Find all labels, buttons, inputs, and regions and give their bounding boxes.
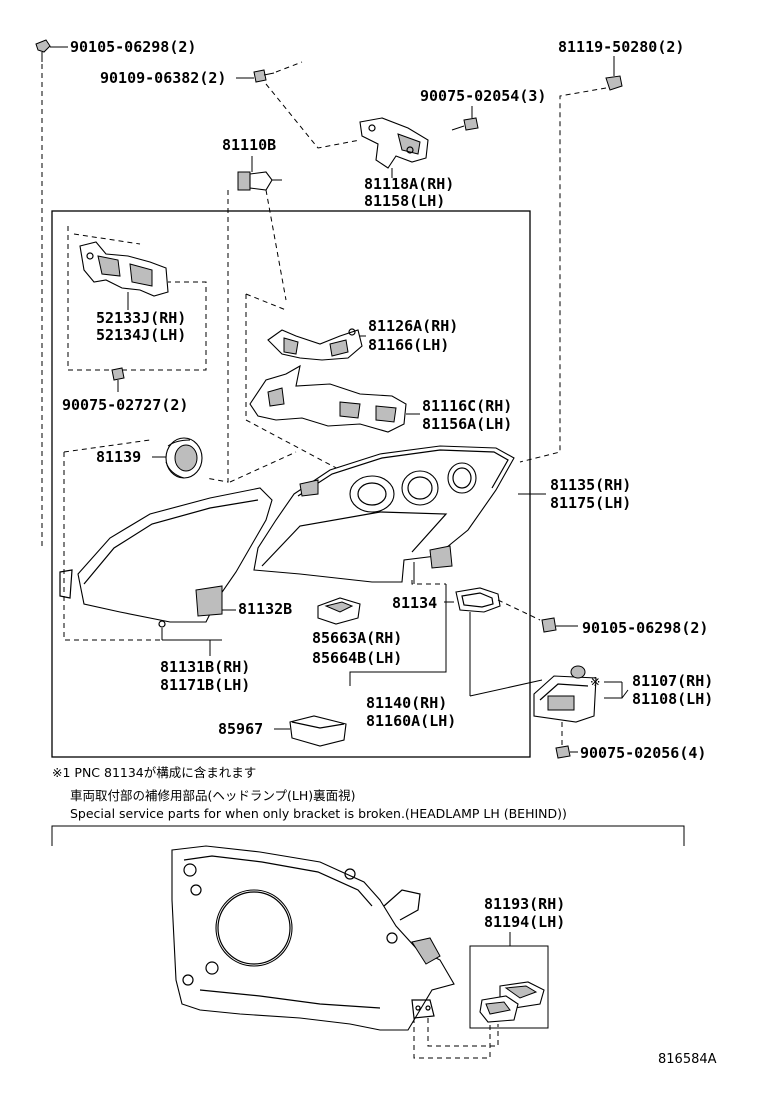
label-screw-bracket: 90075-02054(3) (420, 87, 546, 105)
computer-part (317, 597, 361, 625)
label-ballast-lh: 81108(LH) (632, 690, 713, 708)
note-line-2: 車両取付部の補修用部品(ヘッドランプ(LH)裏面視) (70, 788, 356, 803)
headlamp-housing (253, 445, 515, 583)
label-unit-lh: 81160A(LH) (366, 712, 456, 730)
repair-bracket-part (479, 981, 545, 1023)
label-bracket-top-lh: 81158(LH) (364, 192, 445, 210)
label-lens-rh: 81131B(RH) (160, 658, 250, 676)
headlamp-rear-view (171, 845, 455, 1031)
label-bracket-mid-lh: 81156A(LH) (422, 415, 512, 433)
label-housing-lh: 81175(LH) (550, 494, 631, 512)
bolt-icon (35, 39, 51, 62)
note-line-3: Special service parts for when only brac… (70, 806, 567, 821)
bracket-middle (249, 364, 407, 433)
headlamp-lens (59, 487, 273, 628)
label-bracket-upper-lh: 81166(LH) (368, 336, 449, 354)
bulb-icon (237, 171, 282, 191)
label-screw-top: 90109-06382(2) (100, 69, 226, 87)
label-gasket: 81134 (392, 594, 437, 612)
label-bracket-upper-rh: 81126A(RH) (368, 317, 458, 335)
module-part (289, 715, 347, 747)
label-clip-top-right: 81119-50280(2) (558, 38, 684, 56)
screw-icon (555, 745, 571, 759)
label-bulb: 81110B (222, 136, 276, 154)
label-computer-rh: 85663A(RH) (312, 629, 402, 647)
label-housing-rh: 81135(RH) (550, 476, 631, 494)
label-computer-lh: 85664B(LH) (312, 649, 402, 667)
note-mark-ballast: ※ (590, 674, 600, 689)
clip-icon (605, 75, 623, 91)
label-side-bracket-rh: 52133J(RH) (96, 309, 186, 327)
label-bolt-top-left: 90105-06298(2) (70, 38, 196, 56)
label-bracket-mid-rh: 81116C(RH) (422, 397, 512, 415)
screw-icon (111, 367, 125, 392)
note-line-1: ※1 PNC 81134が構成に含まれます (52, 765, 256, 780)
bracket-upper (267, 328, 363, 361)
gasket-part (455, 587, 501, 613)
label-screw-bottom: 90075-02056(4) (580, 744, 706, 762)
ballast-part (533, 665, 597, 723)
label-unit-rh: 81140(RH) (366, 694, 447, 712)
label-lens-lh: 81171B(LH) (160, 676, 250, 694)
label-bolt-right: 90105-06298(2) (582, 619, 708, 637)
bracket-top (359, 117, 429, 169)
bracket-side (79, 241, 169, 297)
figure-id: 816584A (658, 1052, 717, 1067)
label-module: 85967 (218, 720, 263, 738)
cap-part (165, 437, 203, 479)
label-ballast-rh: 81107(RH) (632, 672, 713, 690)
label-screw-side: 90075-02727(2) (62, 396, 188, 414)
label-side-bracket-lh: 52134J(LH) (96, 326, 186, 344)
label-repair-lh: 81194(LH) (484, 913, 565, 931)
bolt-icon (541, 617, 562, 633)
label-cap: 81139 (96, 448, 141, 466)
screw-icon (253, 69, 275, 83)
label-repair-rh: 81193(RH) (484, 895, 565, 913)
assembly-frame (51, 210, 531, 758)
label-bracket-top-rh: 81118A(RH) (364, 175, 454, 193)
screw-icon (451, 117, 479, 131)
label-bracket-lower: 81132B (238, 600, 292, 618)
